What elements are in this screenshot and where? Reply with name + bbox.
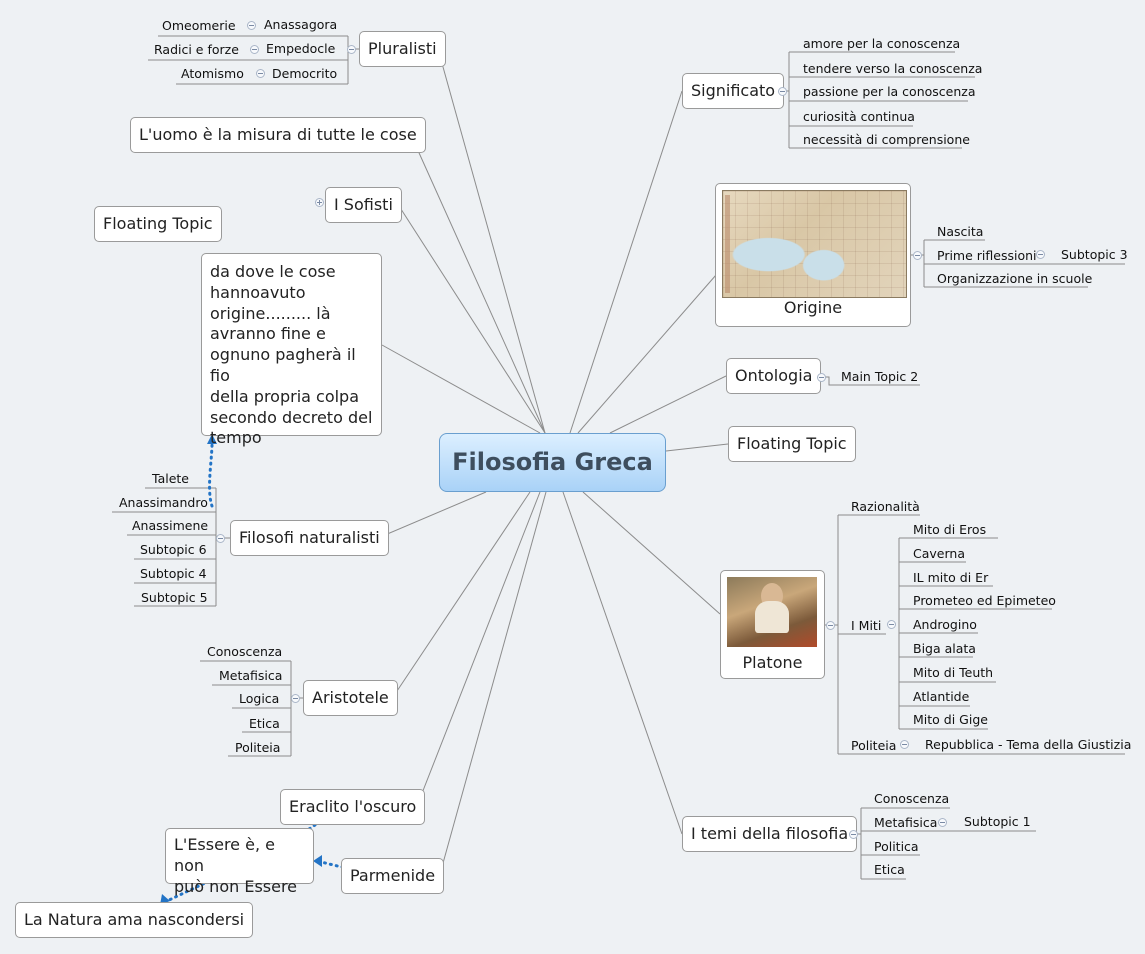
subtopic-metafisica-temi[interactable]: Metafisica [874, 815, 938, 830]
essere-line: L'Essere è, e non [174, 835, 275, 875]
topic-pluralisti[interactable]: Pluralisti [359, 31, 446, 67]
quote-topic[interactable]: da dove le cose hannoavuto origine......… [201, 253, 382, 447]
subtopic-omeomerie[interactable]: Omeomerie [162, 18, 236, 33]
subtopic-etica[interactable]: Etica [249, 716, 280, 731]
collapse-toggle-icon[interactable] [817, 373, 826, 382]
quote-line: avranno fine e [210, 324, 326, 344]
collapse-toggle-icon[interactable] [849, 830, 858, 839]
subtopic-anassagora[interactable]: Anassagora [264, 17, 338, 32]
subtopic-razionalita[interactable]: Razionalità [851, 499, 920, 514]
topic-platone[interactable]: Platone [720, 570, 825, 679]
topic-aristotele[interactable]: Aristotele [303, 680, 398, 716]
subtopic-etica-temi[interactable]: Etica [874, 862, 905, 877]
platone-portrait-image [727, 577, 817, 647]
quote-line: della propria colpa [210, 386, 360, 406]
collapse-toggle-icon[interactable] [247, 21, 256, 30]
subtopic-4[interactable]: Subtopic 4 [140, 566, 207, 581]
topic-origine[interactable]: Origine [715, 183, 911, 327]
topic-natura[interactable]: La Natura ama nascondersi [15, 902, 254, 938]
subtopic-prime-riflessioni[interactable]: Prime riflessioni [937, 248, 1037, 263]
topic-eraclito[interactable]: Eraclito l'oscuro [280, 789, 426, 825]
quote-line: ognuno pagherà il fio [210, 345, 356, 385]
collapse-toggle-icon[interactable] [216, 534, 225, 543]
collapse-toggle-icon[interactable] [913, 251, 922, 260]
subtopic-empedocle[interactable]: Empedocle [266, 41, 336, 56]
subtopic-atomismo[interactable]: Atomismo [181, 66, 244, 81]
topic-uomo-misura[interactable]: L'uomo è la misura di tutte le cose [130, 117, 426, 153]
subtopic-repubblica[interactable]: Repubblica - Tema della Giustizia [925, 737, 1132, 752]
mito-item[interactable]: Atlantide [913, 688, 970, 704]
subtopic-politica[interactable]: Politica [874, 839, 919, 854]
mito-item[interactable]: Biga alata [913, 640, 976, 656]
mito-item[interactable]: Prometeo ed Epimeteo [913, 593, 1056, 609]
topic-significato[interactable]: Significato [682, 73, 785, 109]
topic-ontologia[interactable]: Ontologia [726, 358, 822, 394]
collapse-toggle-icon[interactable] [256, 69, 265, 78]
topic-parmenide[interactable]: Parmenide [341, 858, 445, 894]
central-topic[interactable]: Filosofia Greca [439, 433, 666, 492]
subtopic-necessita[interactable]: necessità di comprensione [803, 132, 970, 147]
collapse-toggle-icon[interactable] [887, 620, 896, 629]
mito-item[interactable]: Caverna [913, 545, 965, 561]
origine-label: Origine [783, 298, 843, 317]
expand-toggle-icon[interactable] [315, 198, 324, 207]
collapse-toggle-icon[interactable] [347, 45, 356, 54]
subtopic-politeia-platone[interactable]: Politeia [851, 738, 897, 753]
subtopic-tendere[interactable]: tendere verso la conoscenza [803, 61, 983, 76]
subtopic-politeia[interactable]: Politeia [235, 740, 281, 755]
subtopic-5[interactable]: Subtopic 5 [141, 590, 208, 605]
subtopic-6[interactable]: Subtopic 6 [140, 542, 207, 557]
subtopic-nascita[interactable]: Nascita [937, 224, 984, 239]
topic-temi-filosofia[interactable]: I temi della filosofia [682, 816, 858, 852]
mito-item[interactable]: Mito di Gige [913, 712, 988, 728]
collapse-toggle-icon[interactable] [826, 621, 835, 630]
topic-essere[interactable]: L'Essere è, e non può non Essere [165, 828, 314, 896]
floating-topic-left[interactable]: Floating Topic [94, 206, 222, 242]
quote-line: da dove le cose [210, 262, 336, 281]
mito-item[interactable]: IL mito di Er [913, 569, 989, 585]
topic-filosofi-naturalisti[interactable]: Filosofi naturalisti [230, 520, 389, 556]
subtopic-organizzazione[interactable]: Organizzazione in scuole [937, 271, 1093, 286]
map-image [722, 190, 907, 298]
collapse-toggle-icon[interactable] [938, 818, 947, 827]
subtopic-anassimene[interactable]: Anassimene [132, 518, 209, 533]
quote-line: origine......... là [210, 303, 331, 323]
subtopic-anassimandro[interactable]: Anassimandro [119, 495, 208, 510]
collapse-toggle-icon[interactable] [778, 87, 787, 96]
mito-item[interactable]: Androgino [913, 617, 977, 633]
subtopic-3[interactable]: Subtopic 3 [1061, 247, 1128, 262]
subtopic-conoscenza[interactable]: Conoscenza [207, 644, 283, 659]
subtopic-amore[interactable]: amore per la conoscenza [803, 36, 961, 51]
mito-item[interactable]: Mito di Eros [913, 522, 987, 537]
mito-item[interactable]: Mito di Teuth [913, 664, 994, 680]
collapse-toggle-icon[interactable] [250, 45, 259, 54]
essere-line: può non Essere [174, 876, 298, 896]
platone-label: Platone [742, 653, 803, 672]
topic-sofisti[interactable]: I Sofisti [325, 187, 402, 223]
subtopic-curiosita[interactable]: curiosità continua [803, 109, 915, 124]
quote-line: hannoavuto [210, 282, 306, 302]
subtopic-passione[interactable]: passione per la conoscenza [803, 84, 976, 99]
subtopic-1[interactable]: Subtopic 1 [964, 814, 1031, 829]
collapse-toggle-icon[interactable] [1036, 250, 1045, 259]
subtopic-logica[interactable]: Logica [239, 691, 280, 706]
collapse-toggle-icon[interactable] [291, 694, 300, 703]
floating-topic-right[interactable]: Floating Topic [728, 426, 856, 462]
subtopic-democrito[interactable]: Democrito [272, 66, 338, 81]
subtopic-talete[interactable]: Talete [152, 471, 189, 486]
subtopic-i-miti[interactable]: I Miti [851, 618, 882, 633]
quote-line: tempo [210, 428, 262, 448]
subtopic-radici-e-forze[interactable]: Radici e forze [154, 42, 239, 57]
subtopic-metafisica[interactable]: Metafisica [219, 668, 283, 683]
subtopic-main-topic-2[interactable]: Main Topic 2 [841, 369, 919, 384]
collapse-toggle-icon[interactable] [900, 740, 909, 749]
subtopic-conoscenza-temi[interactable]: Conoscenza [874, 791, 950, 806]
quote-line: secondo decreto del [210, 407, 373, 427]
